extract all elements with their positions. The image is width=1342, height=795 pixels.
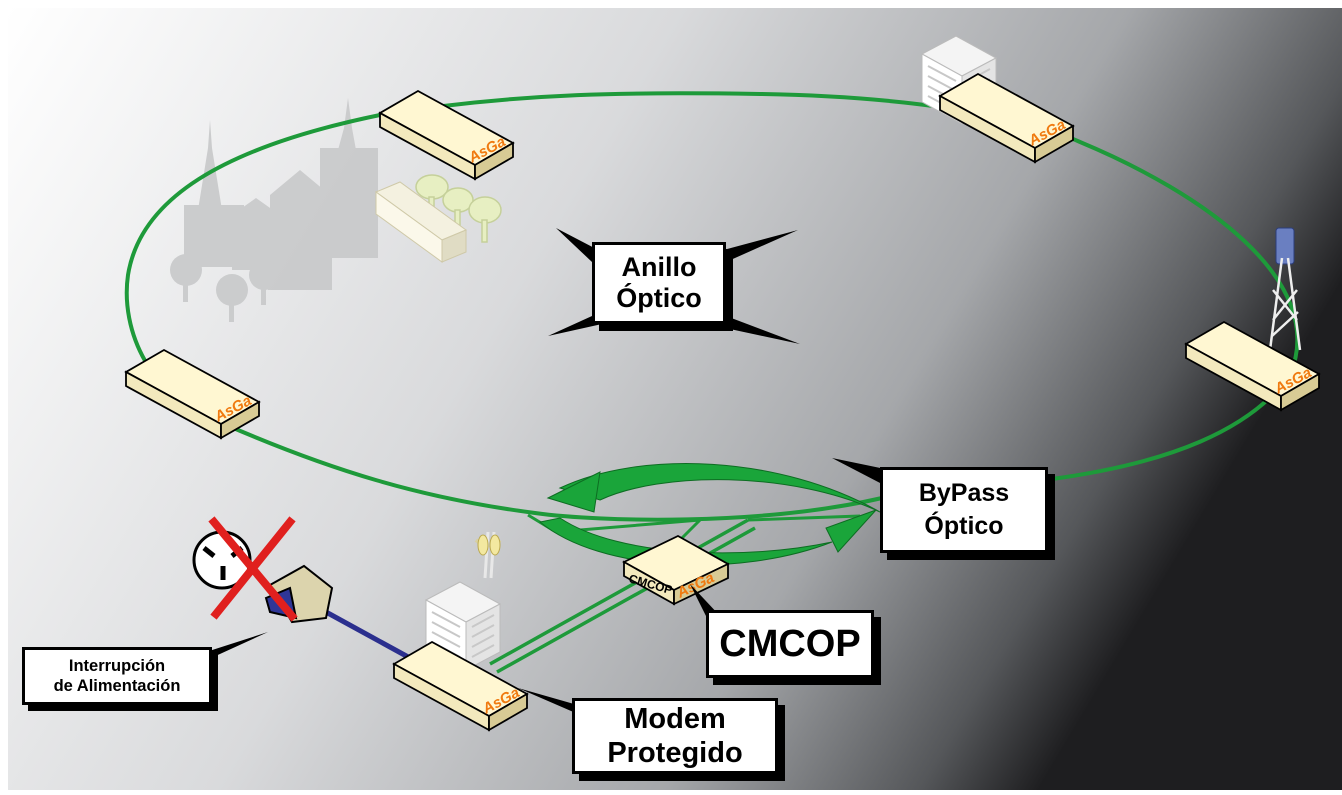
asga-device-top-right: AsGa bbox=[939, 73, 1074, 163]
asga-modem-device: AsGa bbox=[393, 641, 528, 731]
power-line bbox=[324, 609, 412, 661]
callout-pointers bbox=[198, 228, 890, 714]
antenna-icon bbox=[474, 531, 502, 579]
failure-cross-icon bbox=[208, 516, 298, 622]
modem-fiber-pair bbox=[489, 518, 756, 674]
label-anillo-optico: Anillo Óptico bbox=[592, 242, 726, 324]
asga-device-right: AsGa bbox=[1185, 321, 1320, 411]
label-bypass-optico: ByPass Óptico bbox=[880, 467, 1048, 553]
tower-icon bbox=[1268, 227, 1302, 351]
asga-device-left: AsGa bbox=[125, 349, 260, 439]
trees-icon bbox=[415, 174, 502, 243]
label-interrupcion: Interrupción de Alimentación bbox=[22, 647, 212, 705]
city-icon bbox=[170, 98, 378, 322]
cmcop-device: CMCOP AsGa bbox=[622, 534, 730, 606]
asga-device-top-left: AsGa bbox=[379, 90, 514, 180]
label-cmcop: CMCOP bbox=[706, 610, 874, 678]
modem-fiber-link bbox=[747, 514, 861, 522]
label-modem-protegido: Modem Protegido bbox=[572, 698, 778, 774]
low-building-icon bbox=[374, 181, 468, 263]
